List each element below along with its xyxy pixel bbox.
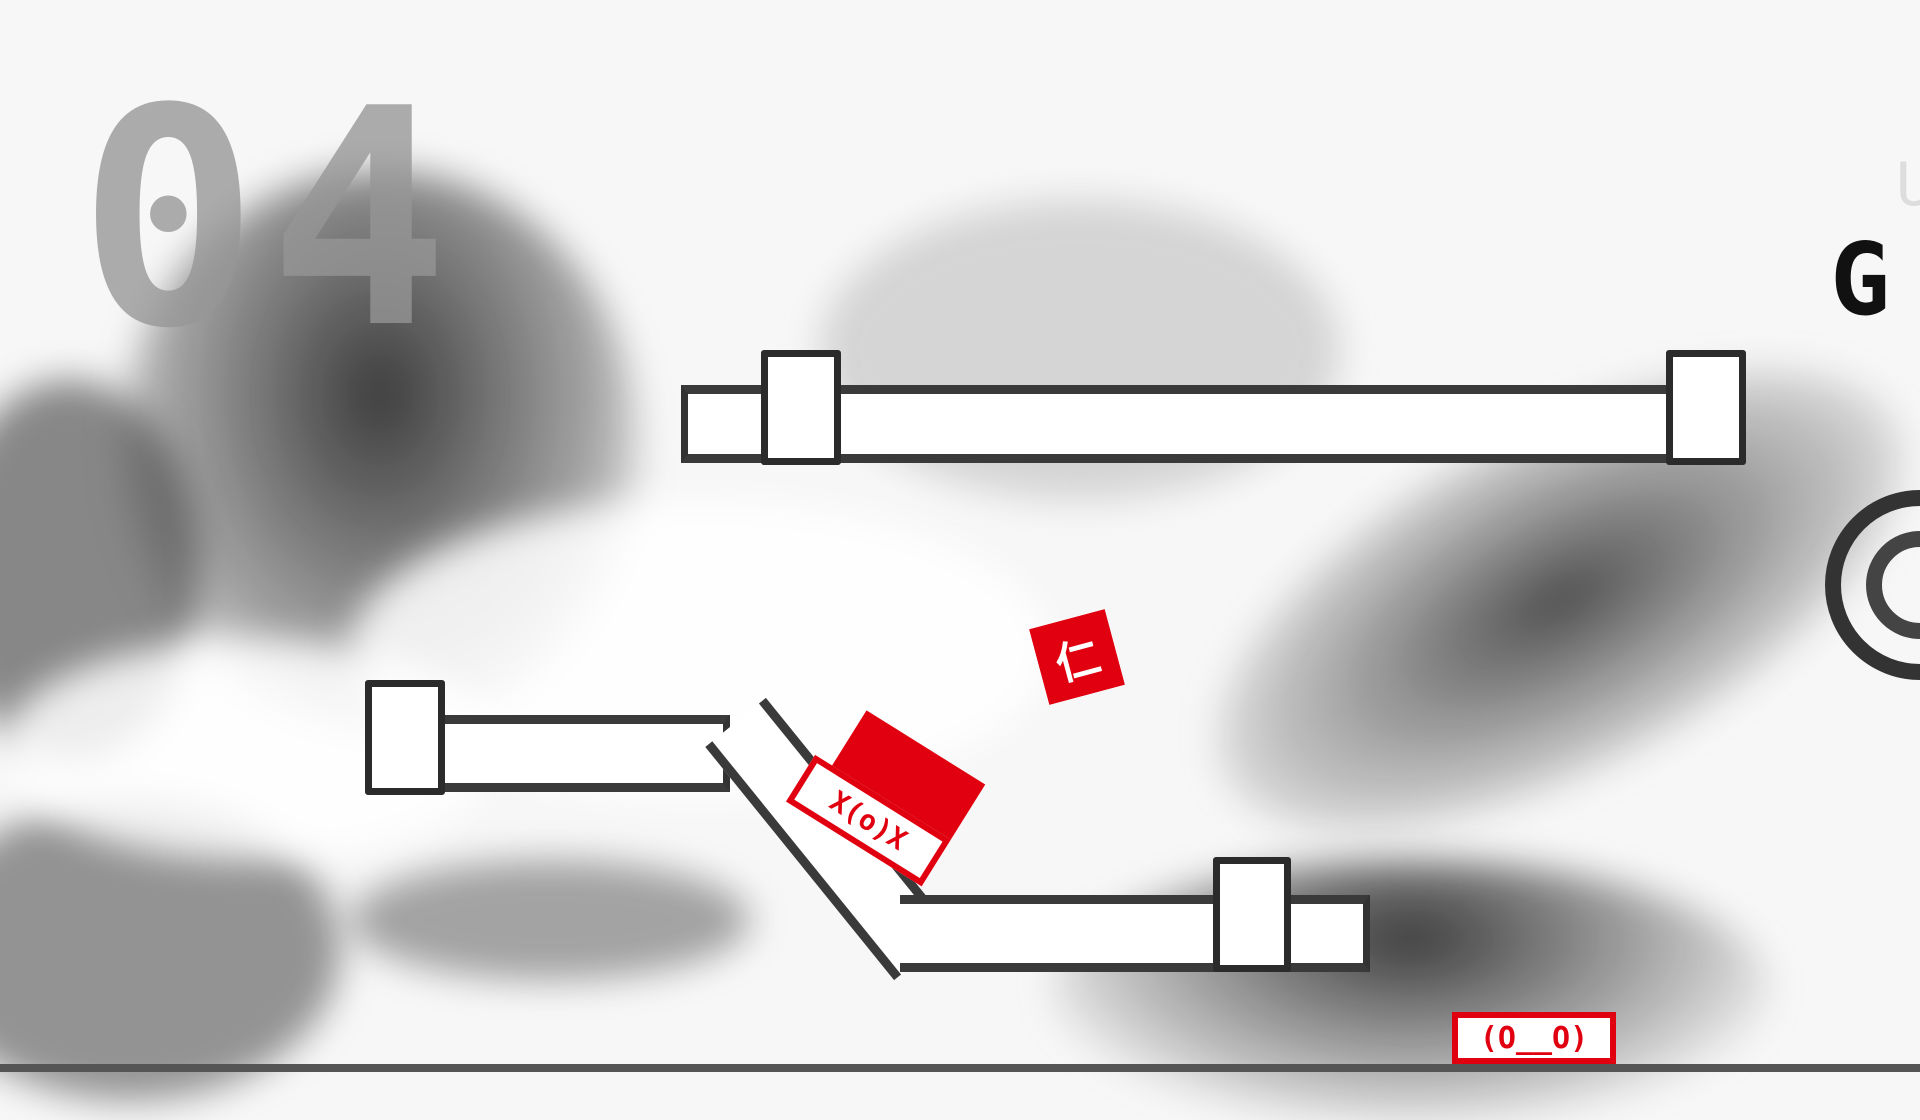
menu-button-partial[interactable]: G: [1830, 221, 1891, 338]
platform-left-post: [365, 680, 445, 795]
goal-seal-stamp: (O__O): [1452, 1012, 1616, 1064]
level-number: 04: [78, 45, 460, 394]
platform-lower-beam: [900, 895, 1370, 972]
platform-left-beam: [440, 715, 730, 792]
hud-partial-label: U: [1896, 150, 1920, 220]
platform-top-left-post: [761, 350, 841, 465]
target-inner-ring: [1866, 531, 1920, 639]
seal-glyph: 仁: [1050, 631, 1107, 692]
platform-top-right-post: [1666, 350, 1746, 465]
platform-lower-post: [1213, 857, 1291, 972]
platform-top-beam: [681, 385, 1711, 463]
ground-line: [0, 1064, 1920, 1072]
goal-face: (O__O): [1479, 1020, 1589, 1056]
